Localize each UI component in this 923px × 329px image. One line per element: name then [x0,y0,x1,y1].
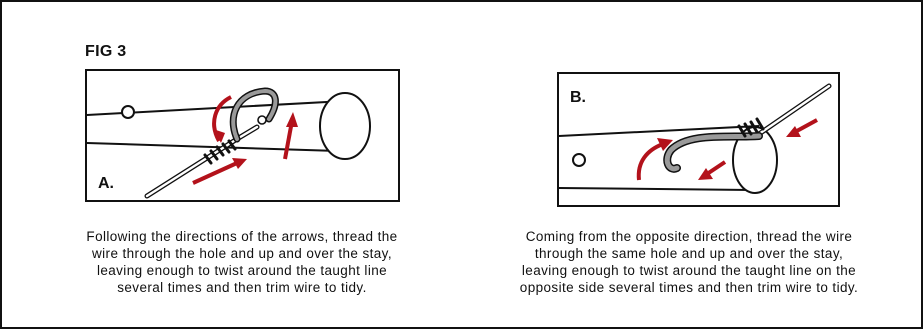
panel-b-illustration [559,83,832,194]
panel-b: B. [557,72,840,207]
caption-b-line: Coming from the opposite direction, thre… [525,229,853,244]
figure-label: FIG 3 [85,43,127,60]
wire [144,87,279,199]
caption-a-line: wire through the hole and up and over th… [92,246,392,261]
wire-twist [737,117,765,138]
stay-rod-body [559,125,760,191]
panel-a: A. [85,69,400,202]
direction-arrows [192,95,298,185]
caption-a-line: Following the directions of the arrows, … [86,229,398,244]
stay-hole-right [257,115,267,125]
wire-twist [203,139,237,165]
caption-a-line: leaving enough to twist around the taugh… [96,263,388,278]
caption-b: Coming from the opposite direction, thre… [465,228,913,296]
caption-b-line: opposite side several times and then tri… [519,280,859,295]
caption-b-line: through the same hole and up and over th… [534,246,844,261]
caption-a: Following the directions of the arrows, … [30,228,454,296]
stay-hole-left [121,105,135,119]
caption-b-line: leaving enough to twist around the taugh… [521,263,857,278]
direction-arrows [636,118,818,181]
panel-a-letter: A. [98,175,114,192]
wire [663,83,832,173]
panel-a-illustration [87,87,371,199]
caption-a-line: several times and then trim wire to tidy… [117,280,367,295]
stay-hole-left [572,153,586,167]
stay-rod-end [319,92,371,160]
panel-b-letter: B. [570,89,586,106]
